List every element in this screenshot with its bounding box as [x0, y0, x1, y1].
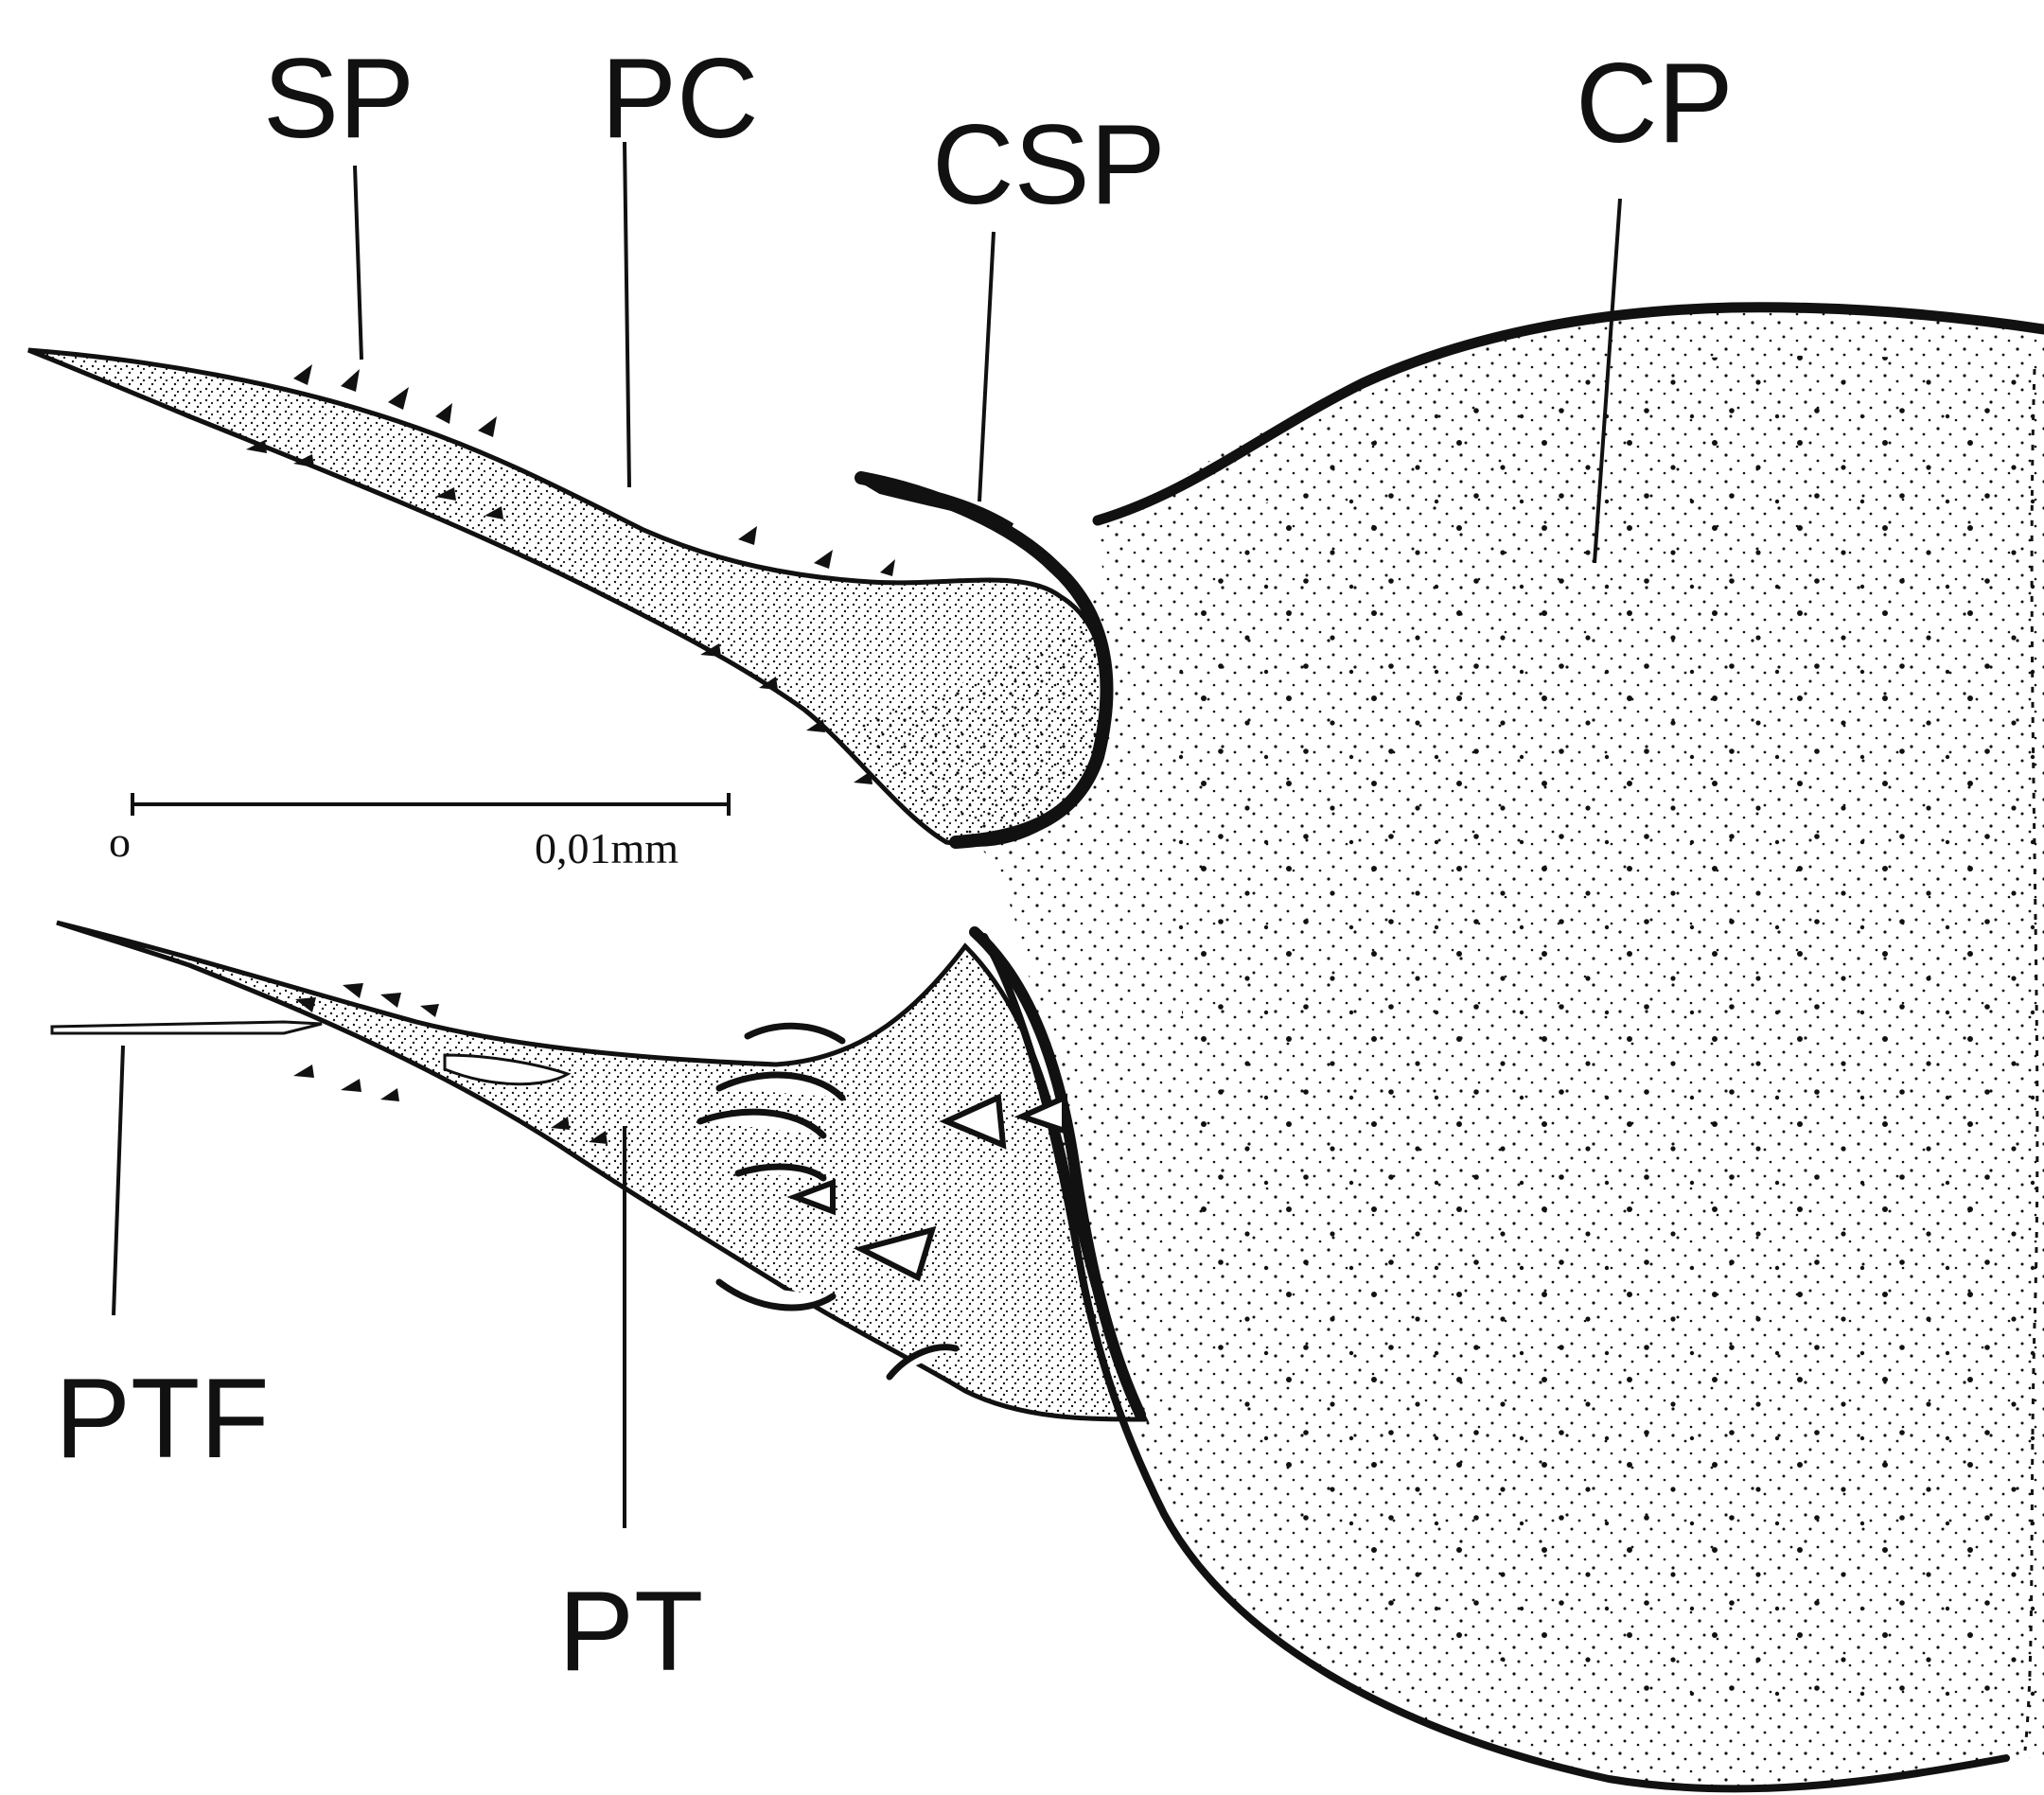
csp-hook [861, 481, 1013, 525]
label-cp: CP [1576, 40, 1734, 167]
leader-line-ptf [114, 1046, 123, 1315]
label-csp: CSP [932, 101, 1166, 228]
upper-spine-process [28, 350, 1104, 844]
label-sp: SP [263, 35, 414, 162]
scale-bar-end-label: 0,01mm [535, 824, 678, 872]
lower-spine-process [57, 923, 1145, 1419]
label-pt: PT [558, 1568, 703, 1695]
central-plate-body-sparse [1172, 356, 2044, 1715]
leader-line-sp [355, 166, 361, 360]
ptf-filament [52, 1022, 322, 1033]
scale-bar-start-label: o [109, 818, 131, 866]
label-pc: PC [601, 35, 759, 162]
leader-line-pc [625, 142, 629, 487]
leader-line-csp [979, 232, 994, 502]
label-ptf: PTF [55, 1355, 270, 1482]
